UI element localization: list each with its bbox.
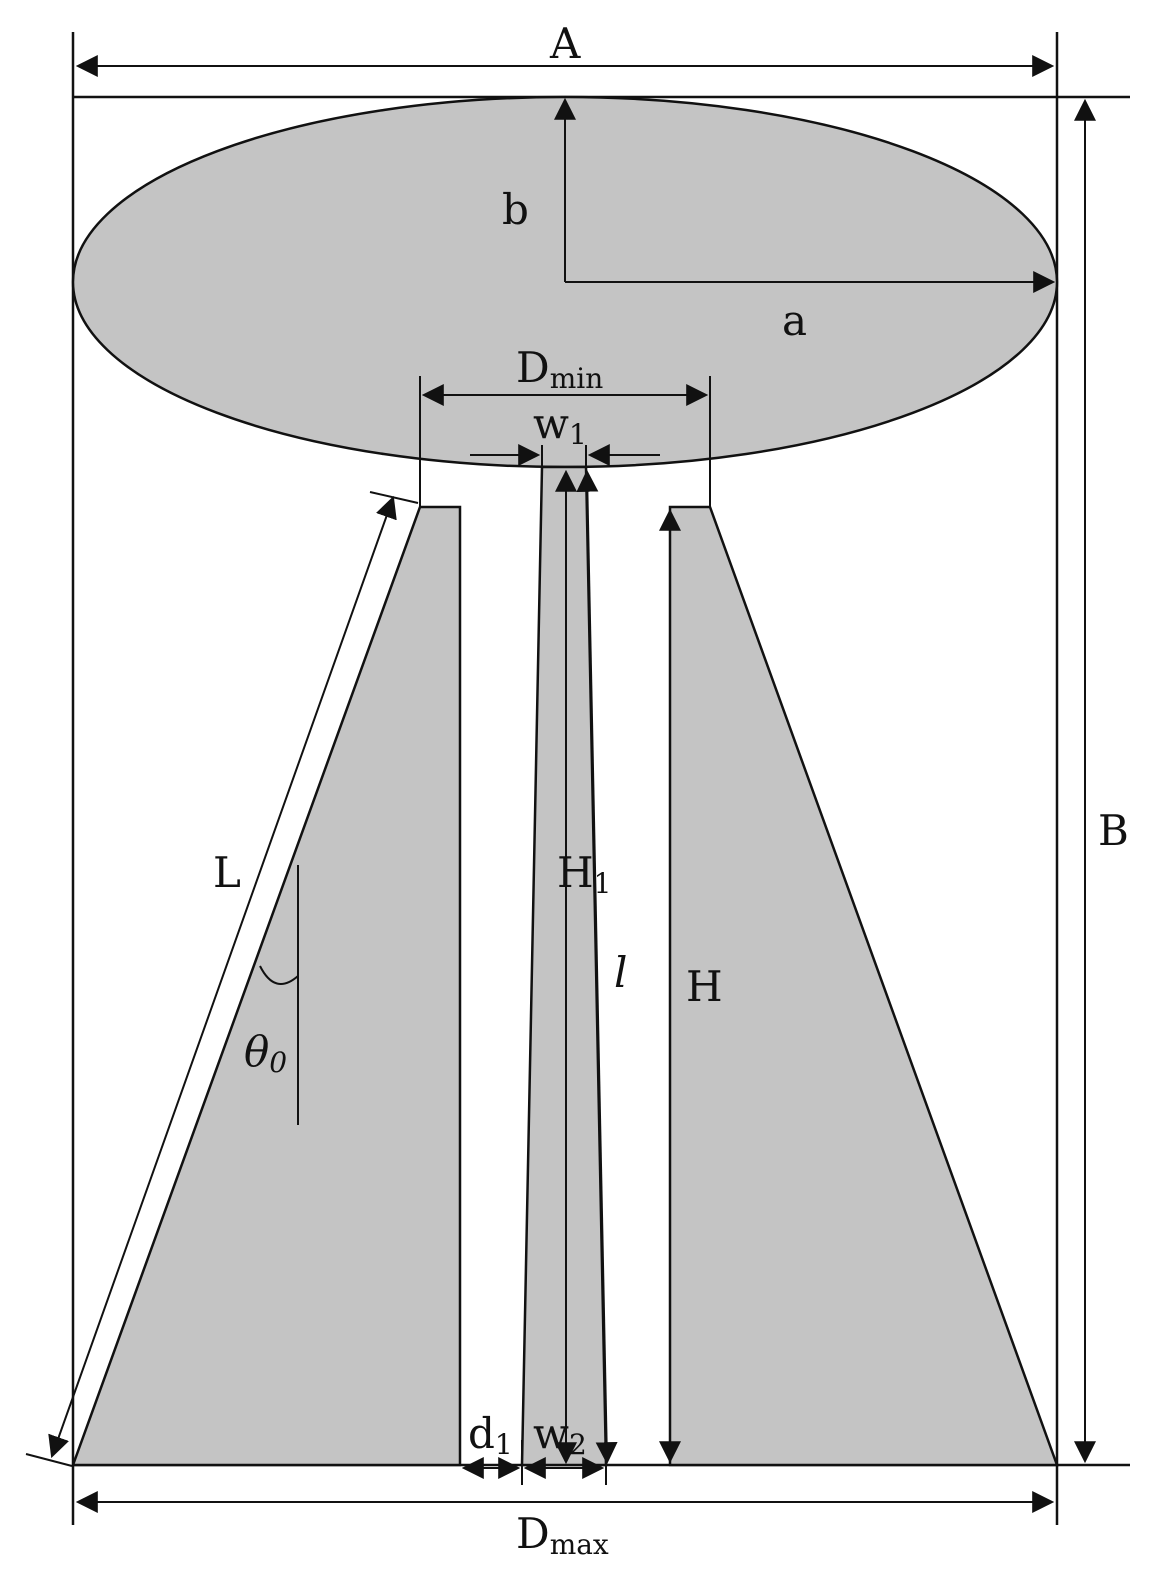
label-H: H <box>686 962 723 1011</box>
dimension-d1 <box>461 1440 523 1485</box>
dimension-w2 <box>523 1440 607 1485</box>
dimension-l-arrow <box>576 469 618 1465</box>
dimension-L <box>25 491 419 1467</box>
tapered-feed-line <box>520 465 608 1467</box>
angle-theta0 <box>259 865 299 1125</box>
dimension-Dmin <box>419 376 711 507</box>
label-H1: H1 <box>557 848 611 900</box>
dimension-w1 <box>470 444 660 472</box>
label-w1: w1 <box>533 399 587 451</box>
label-theta0: θ0 <box>244 1027 287 1079</box>
label-l: l <box>614 948 627 997</box>
label-b: b <box>502 185 529 234</box>
label-B: B <box>1098 806 1129 855</box>
label-Dmin: Dmin <box>516 343 603 395</box>
label-L: L <box>213 848 241 897</box>
label-a: a <box>782 296 807 345</box>
label-w2: w2 <box>533 1409 587 1461</box>
label-A: A <box>549 19 581 68</box>
label-Dmax: Dmax <box>516 1509 609 1561</box>
right-trapezoid-ground <box>668 505 1059 1467</box>
label-d1: d1 <box>468 1409 513 1461</box>
left-trapezoid-ground <box>71 505 462 1467</box>
